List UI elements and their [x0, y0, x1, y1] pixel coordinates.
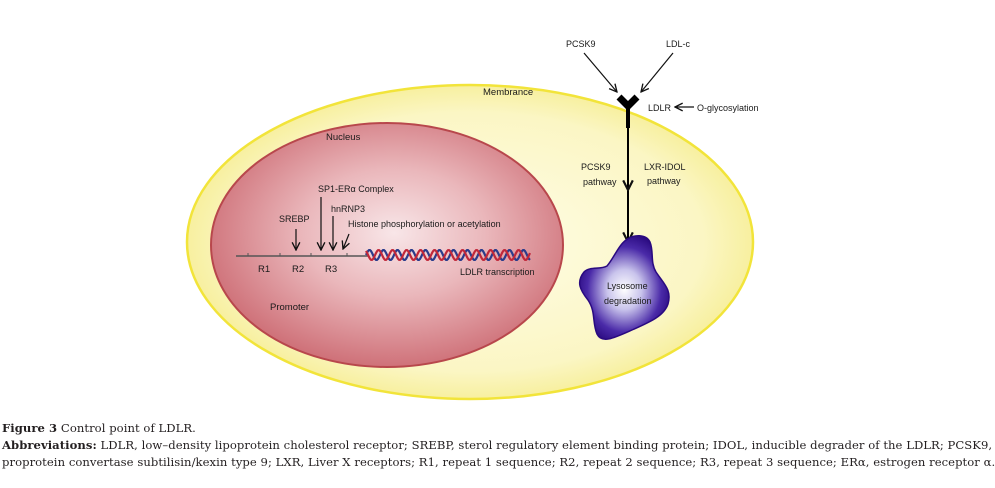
r1-label: R1 — [258, 264, 270, 275]
ldlc-arrow — [641, 52, 674, 92]
transcription-label: LDLR transcription — [460, 267, 535, 277]
pcsk9-arrow — [583, 52, 617, 92]
lxr-idol-pathway-label-1: LXR-IDOL — [644, 162, 686, 172]
srebp-label: SREBP — [279, 214, 310, 224]
sp1-label: SP1-ERα Complex — [318, 184, 394, 194]
pcsk9-pathway-label-1: PCSK9 — [581, 162, 611, 172]
pcsk9-label: PCSK9 — [566, 39, 596, 49]
r2-label: R2 — [292, 264, 304, 275]
ldlr-label: LDLR — [648, 103, 672, 113]
histone-arrow — [343, 233, 349, 249]
lxr-idol-pathway-label-2: pathway — [647, 176, 681, 186]
figure-number: Figure 3 — [2, 421, 58, 435]
promoter-label: Promoter — [270, 302, 309, 313]
pcsk9-pathway-label-2: pathway — [583, 177, 617, 187]
hnrnp3-label: hnRNP3 — [331, 204, 365, 214]
figure-title: Control point of LDLR. — [57, 421, 196, 435]
dna-strand-blue — [365, 249, 531, 261]
figure-caption-title: Figure 3 Control point of LDLR. — [2, 420, 964, 437]
lysosome-label-1: Lysosome — [607, 281, 648, 291]
membrane-label: Membrance — [483, 87, 533, 98]
dna-helix — [365, 248, 532, 262]
histone-label: Histone phosphorylation or acetylation — [348, 219, 501, 229]
nucleus-label: Nucleus — [326, 132, 361, 143]
r3-label: R3 — [325, 264, 337, 275]
nucleus — [210, 122, 564, 368]
abbreviations-line-2: proprotein convertase subtilisin/kexin t… — [2, 455, 995, 469]
ldlr-receptor — [616, 94, 640, 128]
ldlr-control-diagram: Membrance Nucleus Promoter R1 R2 R3 SREB… — [185, 39, 759, 401]
o-glycosylation-label: O-glycosylation — [697, 103, 759, 113]
lysosome-label-2: degradation — [604, 296, 652, 306]
abbreviations-line-1: LDLR, low–density lipoprotein cholestero… — [96, 438, 993, 452]
ldlc-label: LDL-c — [666, 39, 691, 49]
abbreviations-heading: Abbreviations: — [2, 438, 97, 452]
dna-strand-red — [365, 248, 532, 262]
promoter-line — [236, 253, 368, 257]
figure-abbreviations: Abbreviations: LDLR, low–density lipopro… — [2, 437, 995, 471]
lysosome — [578, 235, 670, 340]
